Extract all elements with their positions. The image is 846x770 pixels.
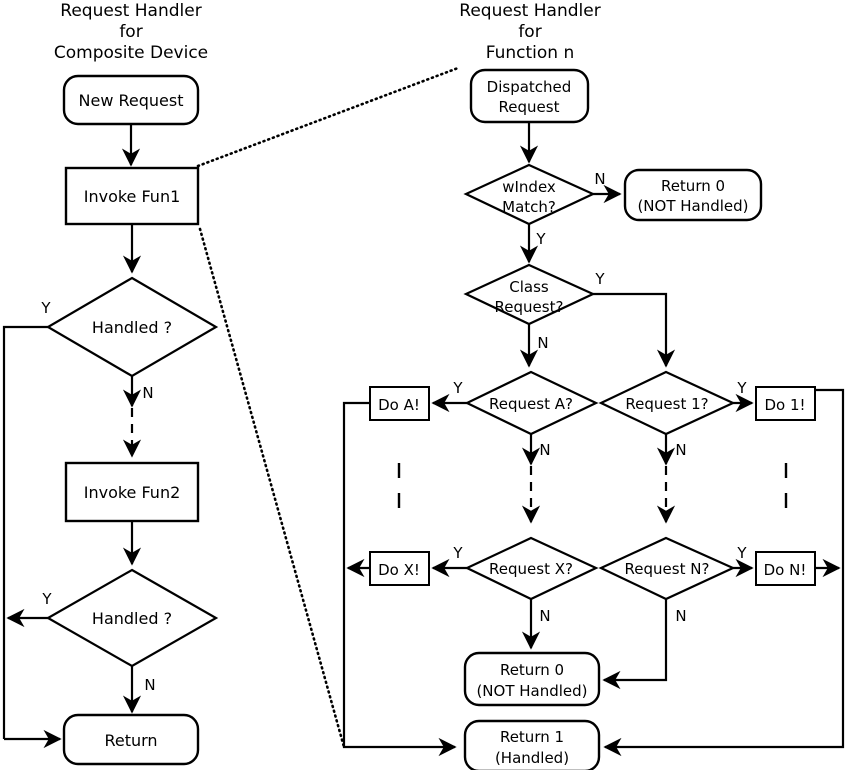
node-dispatched-request: Dispatched Request xyxy=(469,68,590,124)
edge-requestn-no-to-return0 xyxy=(602,599,668,690)
edge-doa-rail-to-return1 xyxy=(342,401,457,757)
return1-line1: Return 1 xyxy=(500,728,564,746)
request-1-yes-label: Y xyxy=(736,379,747,397)
node-request-n: Request N? xyxy=(598,536,736,601)
node-request-a: Request A? xyxy=(464,370,599,436)
do-x-shape xyxy=(369,551,430,586)
windex-match-line2: Match? xyxy=(502,198,556,216)
class-request-line2: Request? xyxy=(495,298,564,316)
left-column-title: Request Handler for Composite Device xyxy=(54,1,208,63)
invoke-fun2-label: Invoke Fun2 xyxy=(84,483,181,502)
left-title-line1: Request Handler xyxy=(60,1,201,21)
return0-bottom-line2: (NOT Handled) xyxy=(476,682,587,700)
handled-2-yes-label: Y xyxy=(41,590,52,608)
return-label: Return xyxy=(104,731,157,750)
right-column-title: Request Handler for Function n xyxy=(459,1,600,63)
new-request-label: New Request xyxy=(79,91,184,110)
invoke-fun1-shape xyxy=(64,166,200,226)
node-invoke-fun2: Invoke Fun2 xyxy=(64,461,200,523)
request-x-no-label: N xyxy=(539,607,550,625)
return0-bottom-shape xyxy=(463,651,601,707)
node-windex-match: wIndex Match? xyxy=(463,163,596,226)
node-do-1: Do 1! xyxy=(755,386,816,421)
do-n-shape xyxy=(755,551,816,586)
node-return0-top: Return 0 (NOT Handled) xyxy=(623,168,763,222)
node-new-request: New Request xyxy=(62,74,200,126)
node-return0-bottom: Return 0 (NOT Handled) xyxy=(463,651,601,707)
invoke-fun1-label: Invoke Fun1 xyxy=(84,187,181,206)
right-title-line2: for xyxy=(518,22,541,42)
handled-2-no-label: N xyxy=(144,676,155,694)
return0-top-line2: (NOT Handled) xyxy=(637,197,748,215)
node-do-x: Do X! xyxy=(369,551,430,586)
zoom-connector-upper xyxy=(196,66,460,168)
handled-1-yes-label: Y xyxy=(40,299,51,317)
request-1-label: Request 1? xyxy=(625,395,708,413)
node-do-n: Do N! xyxy=(755,551,816,586)
return0-top-line1: Return 0 xyxy=(661,177,725,195)
node-class-request: Class Request? xyxy=(463,263,596,326)
request-a-yes-label: Y xyxy=(452,379,463,397)
request-n-yes-label: Y xyxy=(736,544,747,562)
do-1-label: Do 1! xyxy=(764,396,805,414)
do-a-label: Do A! xyxy=(378,396,420,414)
node-handled-1: Handled ? xyxy=(45,276,219,378)
return1-line2: (Handled) xyxy=(495,749,569,767)
zoom-connector-lower xyxy=(198,227,346,749)
request-a-no-label: N xyxy=(539,441,550,459)
windex-match-line1: wIndex xyxy=(502,178,556,196)
edge-class-yes-to-request1 xyxy=(593,292,676,368)
return-shape xyxy=(62,713,200,766)
dispatched-request-line2: Request xyxy=(499,98,560,116)
node-request-x: Request X? xyxy=(464,536,599,601)
return0-bottom-line1: Return 0 xyxy=(500,661,564,679)
node-return: Return xyxy=(62,713,200,766)
request-1-no-label: N xyxy=(675,441,686,459)
request-x-label: Request X? xyxy=(489,560,573,578)
handled-1-label: Handled ? xyxy=(92,318,172,337)
edge-handled1-yes-rail xyxy=(2,325,48,739)
return0-top-shape xyxy=(623,168,763,222)
node-request-1: Request 1? xyxy=(598,370,736,436)
node-handled-2: Handled ? xyxy=(45,568,219,668)
node-return1: Return 1 (Handled) xyxy=(463,719,601,770)
edge-do1-rail-to-return1 xyxy=(603,388,845,757)
request-a-label: Request A? xyxy=(489,395,573,413)
right-title-line3: Function n xyxy=(486,43,575,63)
class-yes-label: Y xyxy=(594,270,605,288)
class-request-line1: Class xyxy=(509,278,549,296)
left-title-line3: Composite Device xyxy=(54,43,208,63)
node-invoke-fun1: Invoke Fun1 xyxy=(64,166,200,226)
request-n-no-label: N xyxy=(675,607,686,625)
node-do-a: Do A! xyxy=(369,386,430,421)
windex-no-label: N xyxy=(594,170,605,188)
windex-yes-label: Y xyxy=(535,230,546,248)
dispatched-request-line1: Dispatched xyxy=(487,78,572,96)
do-a-shape xyxy=(369,386,430,421)
request-x-yes-label: Y xyxy=(452,544,463,562)
class-no-label: N xyxy=(537,334,548,352)
left-title-line2: for xyxy=(119,22,142,42)
return1-shape xyxy=(463,719,601,770)
handled-2-label: Handled ? xyxy=(92,609,172,628)
do-n-label: Do N! xyxy=(764,561,807,579)
do-1-shape xyxy=(755,386,816,421)
handled-1-no-label: N xyxy=(142,384,153,402)
do-x-label: Do X! xyxy=(378,561,420,579)
request-n-label: Request N? xyxy=(625,560,710,578)
right-title-line1: Request Handler xyxy=(459,1,600,21)
